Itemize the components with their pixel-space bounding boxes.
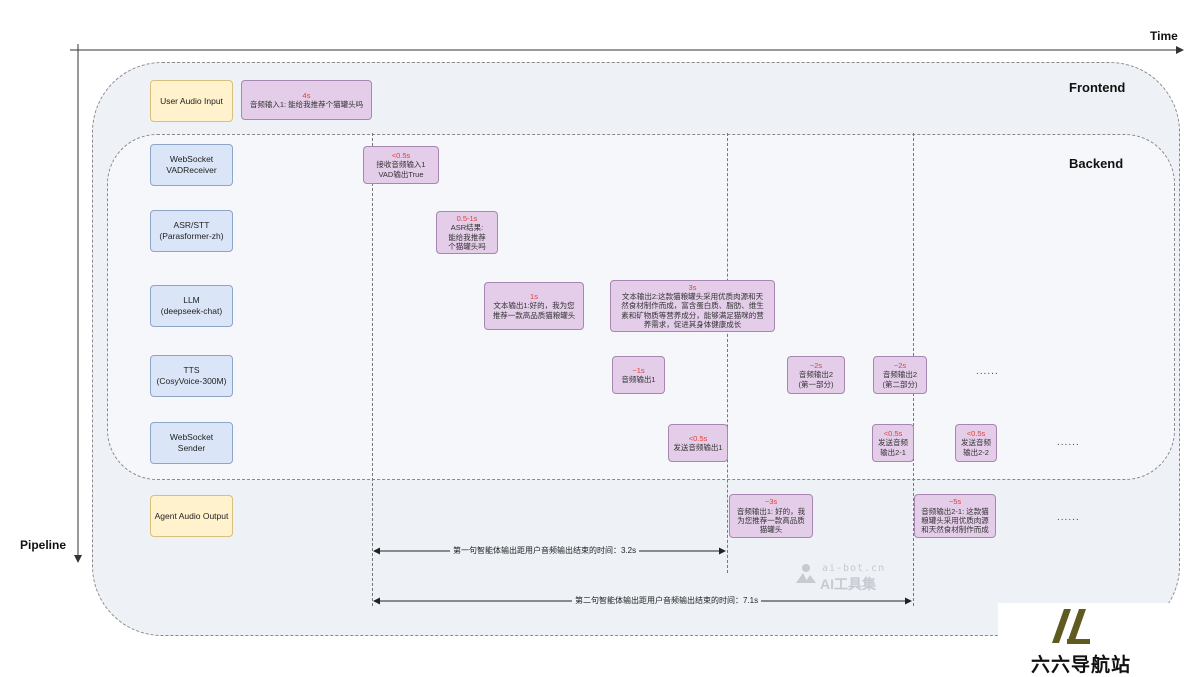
logo-mark-icon bbox=[1052, 609, 1090, 644]
event-time: <0.5s bbox=[966, 428, 986, 438]
event-send-output-1: <0.5s 发送音频输出1 bbox=[668, 424, 728, 462]
event-time: 0.5-1s bbox=[456, 213, 478, 223]
lane-label: (deepseek-chat) bbox=[160, 306, 223, 316]
event-time: 3s bbox=[688, 282, 697, 292]
watermark-url: ai-bot.cn bbox=[822, 563, 886, 574]
lane-asr-stt: ASR/STT (Parasformer-zh) bbox=[150, 210, 233, 252]
lane-label: Sender bbox=[177, 443, 206, 453]
lane-label: LLM bbox=[183, 295, 200, 306]
event-tts-output-2a: ~2s 音频输出2 (第一部分) bbox=[787, 356, 845, 394]
event-text: 推荐一款高品质猫粮罐头 bbox=[492, 310, 576, 320]
event-text: 文本输出2:这款猫粮罐头采用优质肉源和天 bbox=[621, 291, 764, 301]
event-audio-input-1: 4s 音频输入1: 能给我推荐个猫罐头吗 bbox=[241, 80, 372, 120]
lane-agent-audio-output: Agent Audio Output bbox=[150, 495, 233, 537]
event-llm-output-1: 1s 文本输出1:好的，我为您 推荐一款高品质猫粮罐头 bbox=[484, 282, 584, 330]
event-text: 发送音频输出1 bbox=[673, 443, 723, 452]
event-text: 养需求，促进其身体健康成长 bbox=[643, 320, 742, 330]
event-text: 输出2-1 bbox=[880, 447, 906, 457]
event-send-output-2-2: <0.5s 发送音频 输出2-2 bbox=[955, 424, 997, 462]
event-text: 音频输出1: 好的，我 bbox=[736, 506, 806, 516]
event-text: 个猫罐头吗 bbox=[448, 241, 486, 251]
lane-llm: LLM (deepseek-chat) bbox=[150, 285, 233, 327]
event-text: 发送音频 bbox=[961, 438, 991, 448]
event-text: 和天然食材制作而成 bbox=[921, 525, 989, 535]
event-time: <0.5s bbox=[883, 428, 903, 438]
lane-user-audio-input: User Audio Input bbox=[150, 80, 233, 122]
event-time: ~5s bbox=[948, 497, 962, 507]
lane-label: (Parasformer-zh) bbox=[159, 231, 224, 241]
event-text: ASR结果: bbox=[450, 223, 484, 233]
event-text: 猫罐头 bbox=[759, 525, 783, 535]
event-text: 输出2-2 bbox=[963, 447, 989, 457]
event-text: 发送音频 bbox=[878, 438, 908, 448]
event-text: 为您推荐一款高品质 bbox=[737, 516, 805, 525]
event-time: ~2s bbox=[809, 360, 823, 370]
watermark-name: AI工具集 bbox=[820, 576, 876, 592]
event-text: 能给我推荐 bbox=[448, 232, 486, 242]
event-time: <0.5s bbox=[391, 150, 411, 160]
lane-label: WebSocket bbox=[169, 154, 214, 165]
event-time: ~3s bbox=[764, 497, 778, 507]
backend-label: Backend bbox=[1069, 156, 1124, 171]
lane-websocket-vadreceiver: WebSocket VADReceiver bbox=[150, 144, 233, 186]
logo-panel bbox=[998, 603, 1200, 675]
lane-label: VADReceiver bbox=[166, 165, 217, 175]
agent-output-ellipsis: ...... bbox=[1057, 512, 1080, 523]
event-time: ~1s bbox=[632, 365, 645, 375]
lane-label: WebSocket bbox=[169, 432, 214, 443]
lane-label: ASR/STT bbox=[173, 220, 210, 231]
span-second-label: 第二句智能体输出距用户音频输出结束的时间：7.1s bbox=[572, 595, 762, 606]
event-text: 音频输出2 bbox=[798, 370, 834, 380]
event-text: VAD输出True bbox=[378, 169, 424, 179]
event-text: 接收音频输入1 bbox=[376, 160, 426, 170]
event-vad-receive: <0.5s 接收音频输入1 VAD输出True bbox=[363, 146, 439, 184]
event-send-output-2-1: <0.5s 发送音频 输出2-1 bbox=[872, 424, 914, 462]
span-first-label: 第一句智能体输出距用户音频输出结束的时间：3.2s bbox=[450, 545, 640, 556]
event-text: 粮罐头采用优质肉源 bbox=[921, 516, 989, 525]
timing-line-2 bbox=[727, 133, 728, 573]
lane-label: Agent Audio Output bbox=[154, 510, 229, 521]
event-text: 音频输出2 bbox=[882, 370, 918, 380]
event-time: 4s bbox=[302, 90, 311, 100]
lane-label: (CosyVoice-300M) bbox=[156, 376, 227, 386]
event-text: (第一部分) bbox=[798, 379, 834, 389]
event-text: 然食材制作而成，富含蛋白质、脂肪、维生 bbox=[621, 301, 764, 311]
event-text: (第二部分) bbox=[882, 379, 918, 389]
lane-label: TTS bbox=[183, 365, 200, 376]
pipeline-axis-label: Pipeline bbox=[20, 538, 67, 552]
lane-tts: TTS (CosyVoice-300M) bbox=[150, 355, 233, 397]
event-text: 音频输入1: 能给我推荐个猫罐头吗 bbox=[249, 100, 364, 109]
event-text: 素和矿物质等营养成分，能够满足猫咪的营 bbox=[621, 310, 764, 320]
event-time: 1s bbox=[530, 291, 538, 301]
event-text: 音频输出1 bbox=[621, 375, 656, 384]
lane-label: User Audio Input bbox=[160, 95, 223, 106]
event-llm-output-2: 3s 文本输出2:这款猫粮罐头采用优质肉源和天 然食材制作而成，富含蛋白质、脂肪… bbox=[610, 280, 775, 332]
watermark-icon bbox=[796, 564, 816, 583]
timing-line-1 bbox=[372, 133, 373, 606]
frontend-label: Frontend bbox=[1069, 80, 1126, 95]
event-text: 音频输出2-1: 这款猫 bbox=[921, 506, 989, 516]
event-time: ~2s bbox=[893, 360, 907, 370]
lane-websocket-sender: WebSocket Sender bbox=[150, 422, 233, 464]
event-asr-result: 0.5-1s ASR结果: 能给我推荐 个猫罐头吗 bbox=[436, 211, 498, 254]
event-time: <0.5s bbox=[688, 433, 708, 443]
event-agent-output-1: ~3s 音频输出1: 好的，我 为您推荐一款高品质 猫罐头 bbox=[729, 494, 813, 538]
event-tts-output-2b: ~2s 音频输出2 (第二部分) bbox=[873, 356, 927, 394]
logo-text: 六六导航站 bbox=[1031, 655, 1132, 676]
sender-ellipsis: ...... bbox=[1057, 437, 1080, 448]
tts-ellipsis: ...... bbox=[976, 366, 999, 377]
event-agent-output-2: ~5s 音频输出2-1: 这款猫 粮罐头采用优质肉源 和天然食材制作而成 bbox=[914, 494, 996, 538]
time-axis-label: Time bbox=[1150, 29, 1178, 43]
event-tts-output-1: ~1s 音频输出1 bbox=[612, 356, 665, 394]
event-text: 文本输出1:好的，我为您 bbox=[493, 301, 575, 311]
